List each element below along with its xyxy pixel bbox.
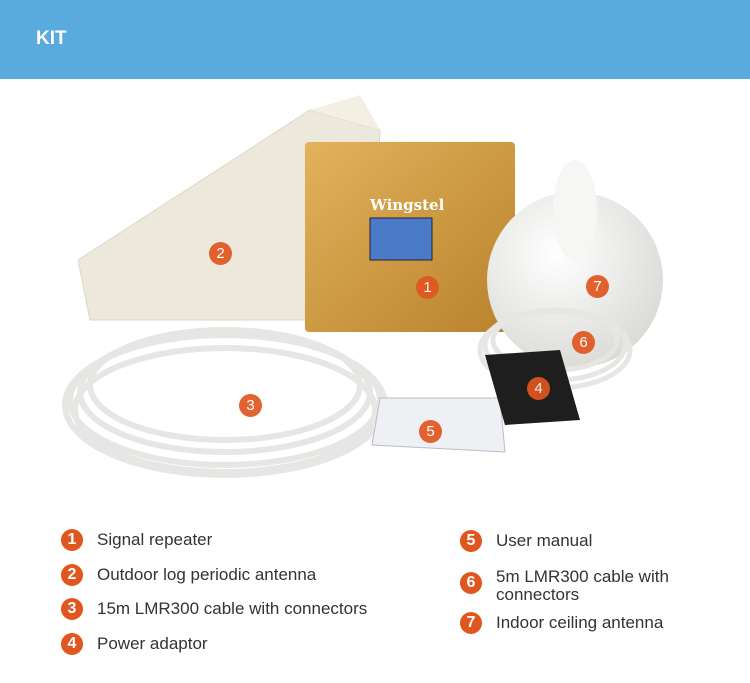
header-banner: KIT [0, 0, 750, 79]
product-photo: Wingstel 1 2 3 4 5 6 7 [0, 80, 750, 480]
outdoor-antenna-side [310, 95, 380, 130]
number-badge: 6 [460, 572, 482, 594]
marker-2: 2 [209, 242, 232, 265]
legend-label: Indoor ceiling antenna [496, 613, 664, 632]
legend-item-3: 3 15m LMR300 cable with connectors [61, 598, 367, 620]
dome-antenna [487, 192, 663, 368]
marker-1: 1 [416, 276, 439, 299]
number-badge: 5 [460, 530, 482, 552]
marker-3: 3 [239, 394, 262, 417]
marker-6: 6 [572, 331, 595, 354]
legend-item-6: 6 5m LMR300 cable with connectors [460, 566, 700, 604]
legend-item-7: 7 Indoor ceiling antenna [460, 612, 663, 634]
marker-4: 4 [527, 377, 550, 400]
marker-7: 7 [586, 275, 609, 298]
legend-label: Outdoor log periodic antenna [97, 565, 317, 584]
legend-label: 5m LMR300 cable with connectors [496, 567, 669, 604]
legend-label: Signal repeater [97, 530, 213, 549]
legend-item-4: 4 Power adaptor [61, 633, 208, 655]
legend-label: 15m LMR300 cable with connectors [97, 599, 368, 618]
number-badge: 1 [61, 529, 83, 551]
legend-item-2: 2 Outdoor log periodic antenna [61, 564, 316, 586]
page-title: KIT [36, 28, 67, 49]
legend-label: User manual [496, 531, 593, 550]
number-badge: 2 [61, 564, 83, 586]
number-badge: 4 [61, 633, 83, 655]
cable-15m [62, 327, 388, 478]
repeater-lcd [369, 217, 433, 261]
marker-5: 5 [419, 420, 442, 443]
svg-text:Wingstel: Wingstel [369, 196, 445, 214]
kit-illustration: Wingstel [62, 95, 663, 478]
legend-item-1: 1 Signal repeater [61, 529, 212, 551]
legend-label: Power adaptor [97, 634, 208, 653]
number-badge: 3 [61, 598, 83, 620]
number-badge: 7 [460, 612, 482, 634]
legend-item-5: 5 User manual [460, 530, 592, 552]
